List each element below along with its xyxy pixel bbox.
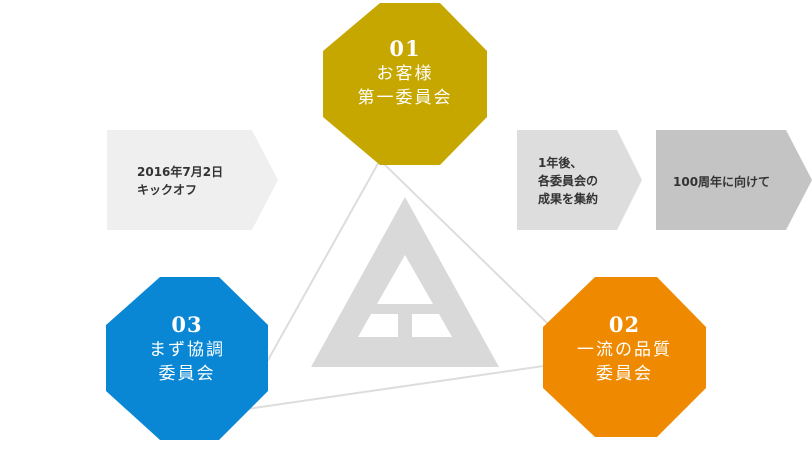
committee-01-title: お客様 第一委員会 (357, 64, 453, 108)
committee-03-number: 03 (171, 312, 203, 337)
committee-03-title: まず協調 委員会 (149, 340, 225, 384)
aggregate-arrow (517, 130, 642, 230)
centennial-arrow (656, 130, 812, 230)
committee-01-octagon (323, 3, 487, 165)
committee-02-text: 02 一流の品質 委員会 (543, 312, 706, 386)
aggregate-label: 1年後、 各委員会の 成果を集約 (538, 156, 599, 206)
committee-03-octagon (106, 277, 268, 440)
centennial-label: 100周年に向けて (673, 175, 771, 189)
committee-02-octagon (543, 277, 706, 437)
committee-01-number: 01 (389, 36, 421, 61)
triangle-connector (238, 158, 588, 412)
committee-02-number: 02 (608, 312, 641, 337)
committee-03-text: 03 まず協調 委員会 (106, 312, 268, 386)
kickoff-label: 2016年7月2日 キックオフ (137, 165, 224, 197)
committee-01-text: 01 お客様 第一委員会 (323, 36, 487, 110)
kickoff-arrow (107, 130, 278, 230)
committee-02-title: 一流の品質 委員会 (577, 340, 672, 384)
triangle-emblem-icon (311, 197, 499, 367)
